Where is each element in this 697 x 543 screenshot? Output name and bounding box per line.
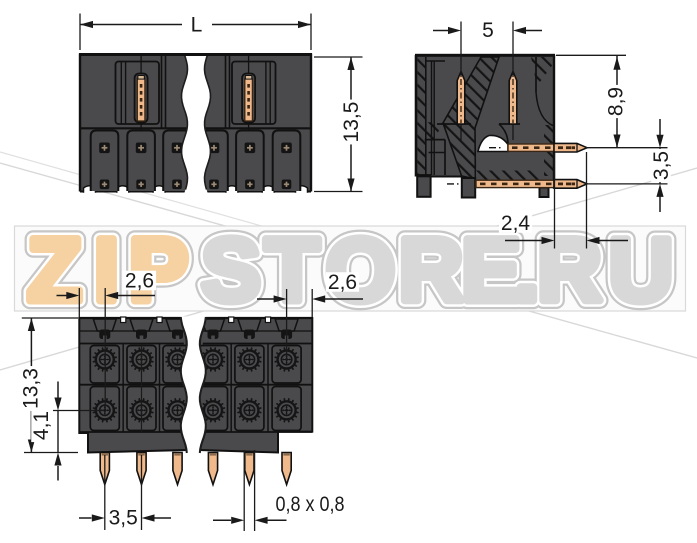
svg-text:E: E xyxy=(461,220,520,320)
svg-text:R: R xyxy=(537,220,601,320)
svg-text:R: R xyxy=(399,220,463,320)
svg-text:Z: Z xyxy=(27,220,81,320)
svg-text:T: T xyxy=(265,220,319,320)
svg-text:2,6: 2,6 xyxy=(328,271,357,294)
svg-text:Z: Z xyxy=(27,220,81,320)
svg-text:S: S xyxy=(201,220,260,320)
svg-text:13,3: 13,3 xyxy=(20,368,43,409)
svg-text:I: I xyxy=(94,220,119,320)
svg-text:0,8 x 0,8: 0,8 x 0,8 xyxy=(276,493,345,516)
svg-text:U: U xyxy=(609,220,673,320)
svg-text:O: O xyxy=(326,220,395,320)
svg-text:O: O xyxy=(326,220,395,320)
svg-text:L: L xyxy=(191,14,203,37)
svg-text:8,9: 8,9 xyxy=(605,87,628,116)
svg-text:T: T xyxy=(265,220,319,320)
svg-text:13,5: 13,5 xyxy=(340,102,363,143)
svg-text:3,5: 3,5 xyxy=(650,151,673,180)
svg-text:2,4: 2,4 xyxy=(501,212,531,235)
svg-text:S: S xyxy=(201,220,260,320)
svg-text:3,5: 3,5 xyxy=(109,507,138,530)
svg-text:Z: Z xyxy=(27,220,81,320)
svg-text:R: R xyxy=(399,220,463,320)
svg-text:2,6: 2,6 xyxy=(125,270,154,293)
svg-text:P: P xyxy=(129,220,188,320)
svg-text:R: R xyxy=(399,220,463,320)
svg-text:.: . xyxy=(515,220,540,320)
svg-text:S: S xyxy=(201,220,260,320)
svg-text:O: O xyxy=(326,220,395,320)
svg-text:R: R xyxy=(537,220,601,320)
svg-text:5: 5 xyxy=(482,19,494,42)
svg-text:4,1: 4,1 xyxy=(30,411,53,440)
svg-text:P: P xyxy=(129,220,188,320)
svg-text:P: P xyxy=(129,220,188,320)
svg-text:U: U xyxy=(609,220,673,320)
svg-text:U: U xyxy=(609,220,673,320)
svg-text:T: T xyxy=(265,220,319,320)
svg-text:R: R xyxy=(537,220,601,320)
